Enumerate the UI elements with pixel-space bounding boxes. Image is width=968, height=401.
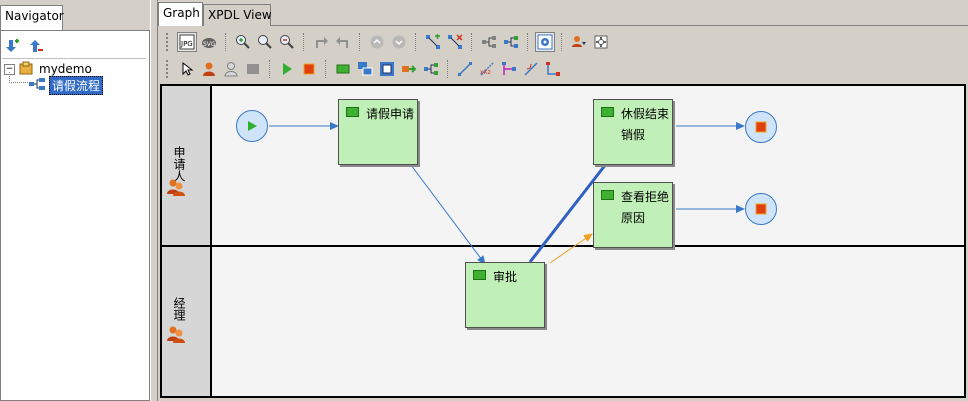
end-event[interactable] <box>745 111 777 143</box>
system-participant-icon[interactable] <box>221 59 241 79</box>
activity-label: 休假结束销假 <box>621 107 670 142</box>
participant-icon <box>167 178 185 199</box>
exception-transition-icon[interactable]: xXz <box>477 59 497 79</box>
activity-label: 审批 <box>493 270 518 284</box>
zoom-icon[interactable] <box>255 32 275 52</box>
save-jpg-icon[interactable]: JPG <box>177 32 197 52</box>
activity-view-reject[interactable]: 查看拒绝原因 <box>593 182 673 248</box>
graph-toolbar-bottom: xXz <box>166 57 563 81</box>
svg-text:xXz: xXz <box>480 69 491 76</box>
transition-icon[interactable] <box>455 59 475 79</box>
svg-text:JPG: JPG <box>180 40 193 48</box>
svg-text:SVG: SVG <box>203 41 216 48</box>
activity-leave-end[interactable]: 休假结束销假 <box>593 99 673 165</box>
tab-navigator[interactable]: Navigator <box>0 5 64 30</box>
end-event-icon <box>755 203 767 215</box>
redo-icon[interactable] <box>333 32 353 52</box>
block-activity-icon[interactable] <box>377 59 397 79</box>
activity-icon <box>346 107 359 117</box>
move-up-icon[interactable] <box>26 36 46 56</box>
tab-graph[interactable]: Graph <box>158 2 203 26</box>
route-activity-icon[interactable] <box>399 59 419 79</box>
start-event[interactable] <box>236 110 268 142</box>
check-validity-icon[interactable] <box>535 32 555 52</box>
transitions-layer <box>269 122 745 265</box>
tree-connector <box>9 72 29 83</box>
remove-transition-icon[interactable] <box>445 32 465 52</box>
toolbar-separator <box>415 33 417 51</box>
toolbar-separator <box>359 33 361 51</box>
layout-tree-icon[interactable] <box>479 32 499 52</box>
toolbar-grip <box>166 60 171 78</box>
generic-activity-icon[interactable] <box>333 59 353 79</box>
activity-request[interactable]: 请假申请 <box>338 99 418 165</box>
zoom-in-icon[interactable] <box>233 32 253 52</box>
start-event-icon[interactable] <box>277 59 297 79</box>
transition-approve-to-view-reject[interactable] <box>549 233 593 264</box>
swimlane-applicant[interactable]: 申请人 <box>162 86 964 247</box>
tab-xpdl-view[interactable]: XPDL View <box>203 4 272 26</box>
toolbar-separator <box>303 33 305 51</box>
toolbar-separator <box>527 33 529 51</box>
subflow-icon[interactable] <box>501 32 521 52</box>
panel-splitter[interactable] <box>150 0 158 401</box>
process-graph-canvas[interactable]: 申请人 经理 <box>160 84 966 398</box>
activity-approve[interactable]: 审批 <box>465 262 545 328</box>
toolbar-separator <box>447 60 449 78</box>
participant-down-icon[interactable] <box>569 32 589 52</box>
participant-icon[interactable] <box>199 59 219 79</box>
tree-node-process[interactable]: 请假流程 <box>28 75 104 95</box>
end-event-icon <box>755 121 767 133</box>
navigator-toolbar <box>2 36 46 56</box>
move-up-disabled-icon[interactable] <box>367 32 387 52</box>
zoom-out-icon[interactable] <box>277 32 297 52</box>
swimlane-manager[interactable]: 经理 <box>162 247 964 396</box>
swimlane-label: 申请人 <box>172 146 186 182</box>
activity-label: 请假申请 <box>366 107 415 121</box>
toolbar-separator <box>325 60 327 78</box>
subflow-activity-icon[interactable] <box>355 59 375 79</box>
graph-toolbar-top: JPG SVG <box>166 30 611 54</box>
tree-label-package: mydemo <box>39 62 92 76</box>
start-event-icon <box>248 121 257 131</box>
tree-label-process: 请假流程 <box>49 75 104 95</box>
activity-icon <box>601 107 614 117</box>
self-transition-icon[interactable] <box>521 59 541 79</box>
transition-approve-to-leave-end[interactable] <box>528 153 615 263</box>
select-pointer-icon[interactable] <box>177 59 197 79</box>
activity-icon <box>473 270 486 280</box>
package-icon <box>18 61 34 78</box>
process-icon <box>28 77 46 94</box>
move-down-disabled-icon[interactable] <box>389 32 409 52</box>
toolbar-separator <box>225 33 227 51</box>
transition-request-to-approve[interactable] <box>401 152 486 265</box>
undo-icon[interactable] <box>311 32 331 52</box>
navigator-divider <box>2 58 146 59</box>
toolbar-separator <box>471 33 473 51</box>
toolbar-grip <box>166 33 171 51</box>
free-text-icon[interactable] <box>243 59 263 79</box>
end-event-icon[interactable] <box>299 59 319 79</box>
move-down-icon[interactable] <box>2 36 22 56</box>
toolbar-separator <box>561 33 563 51</box>
activity-icon <box>601 190 614 200</box>
swimlane-header[interactable]: 申请人 <box>162 86 212 245</box>
circular-transition-icon[interactable] <box>543 59 563 79</box>
add-transition-icon[interactable] <box>423 32 443 52</box>
end-event[interactable] <box>745 193 777 225</box>
save-svg-icon[interactable]: SVG <box>199 32 219 52</box>
otherwise-transition-icon[interactable] <box>499 59 519 79</box>
participant-icon <box>167 325 185 346</box>
settings-icon[interactable] <box>591 32 611 52</box>
swimlane-header[interactable]: 经理 <box>162 247 212 396</box>
swimlane-label: 经理 <box>172 297 186 321</box>
toolbar-separator <box>269 60 271 78</box>
tree-node-package[interactable]: − mydemo <box>4 61 94 78</box>
tool-activity-icon[interactable] <box>421 59 441 79</box>
activity-label: 查看拒绝原因 <box>621 190 670 225</box>
